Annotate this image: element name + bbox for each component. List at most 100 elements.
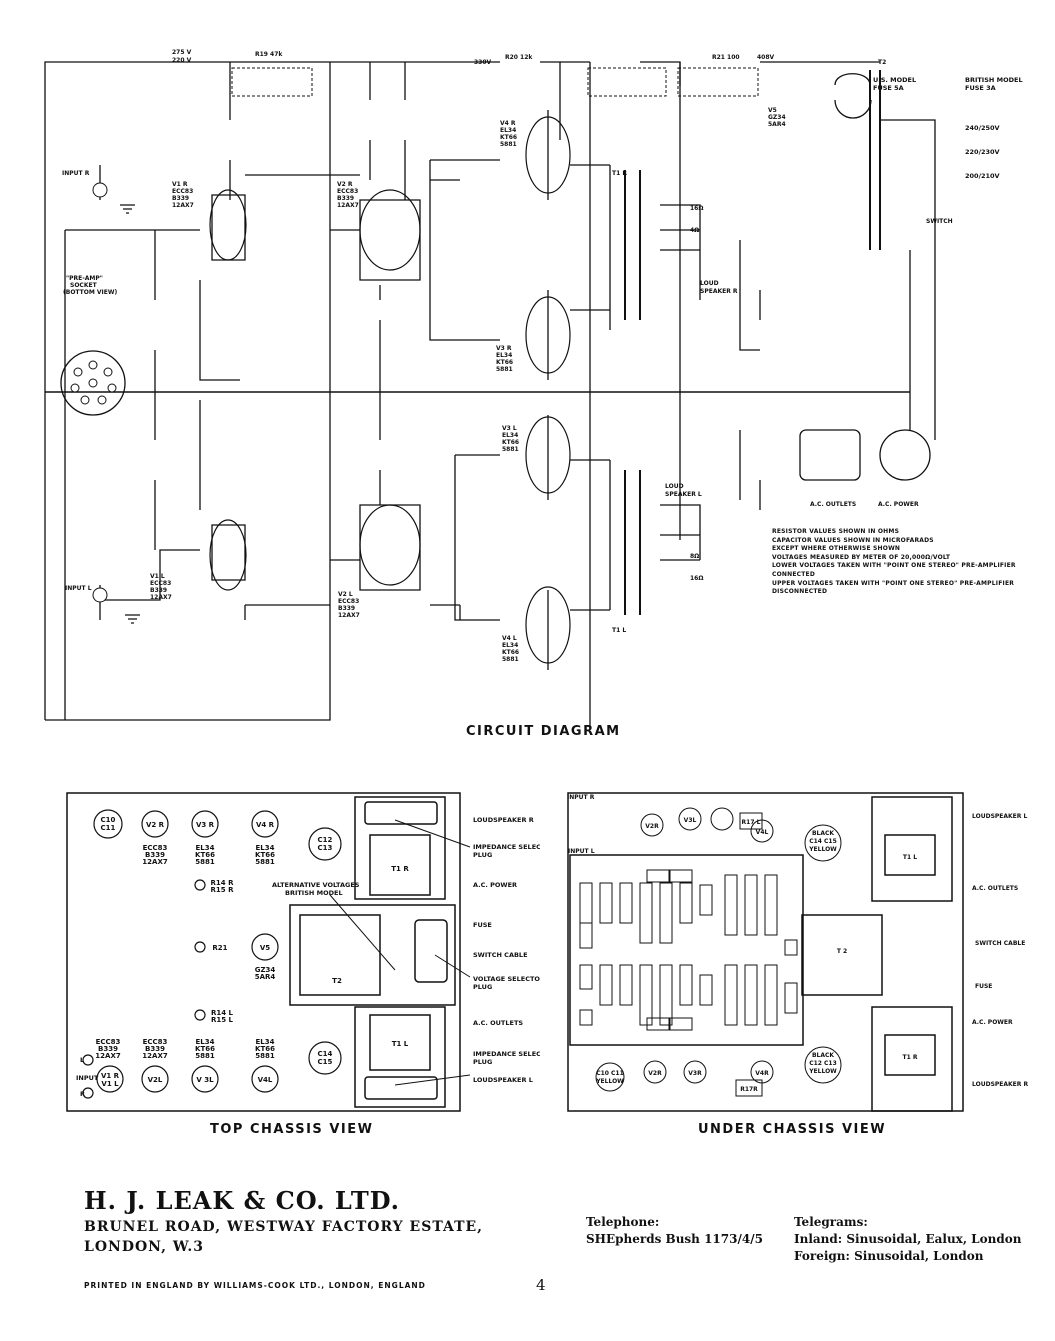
under-loudspeaker-l: LOUDSPEAKER L bbox=[972, 813, 1027, 820]
address-line-1: BRUNEL ROAD, WESTWAY FACTORY ESTATE, bbox=[84, 1219, 484, 1235]
svg-text:5881: 5881 bbox=[500, 141, 517, 148]
v3r-label: V3 R bbox=[496, 345, 512, 352]
under-chassis-title: UNDER CHASSIS VIEW bbox=[698, 1122, 887, 1137]
top-chassis-title: TOP CHASSIS VIEW bbox=[210, 1122, 374, 1137]
svg-text:KT66: KT66 bbox=[502, 649, 519, 656]
svg-text:V5: V5 bbox=[768, 107, 777, 114]
page-number: 4 bbox=[536, 1276, 546, 1294]
speaker-r-label: SPEAKER R bbox=[700, 288, 738, 295]
svg-text:C11: C11 bbox=[101, 824, 116, 832]
svg-text:V3L: V3L bbox=[684, 817, 697, 824]
svg-text:B339: B339 bbox=[338, 605, 355, 612]
svg-text:R21: R21 bbox=[212, 944, 227, 952]
svg-text:B339: B339 bbox=[172, 195, 189, 202]
svg-text:T1 R: T1 R bbox=[612, 170, 627, 177]
svg-text:12AX7: 12AX7 bbox=[142, 858, 168, 866]
svg-text:R17R: R17R bbox=[740, 1086, 758, 1093]
svg-text:PLUG: PLUG bbox=[473, 851, 492, 859]
svg-text:5881: 5881 bbox=[502, 446, 519, 453]
svg-text:5AR4: 5AR4 bbox=[255, 973, 276, 981]
svg-text:C15: C15 bbox=[318, 1058, 333, 1066]
svg-text:EL34: EL34 bbox=[256, 844, 275, 852]
svg-text:5881: 5881 bbox=[502, 656, 519, 663]
svg-text:L: L bbox=[80, 1056, 84, 1064]
svg-text:T1 R: T1 R bbox=[903, 1054, 918, 1061]
svg-text:C10: C10 bbox=[101, 816, 116, 824]
telephone-label: Telephone: bbox=[586, 1215, 660, 1229]
switch-label: SWITCH bbox=[926, 218, 953, 225]
speaker-l-label: SPEAKER L bbox=[665, 491, 702, 498]
svg-text:T1 L: T1 L bbox=[612, 627, 626, 634]
svg-text:YELLOW: YELLOW bbox=[808, 846, 837, 853]
svg-text:ECC83: ECC83 bbox=[150, 580, 171, 587]
svg-text:KT66: KT66 bbox=[255, 851, 275, 859]
svg-text:12AX7: 12AX7 bbox=[95, 1052, 121, 1060]
svg-text:C13: C13 bbox=[318, 844, 333, 852]
svg-text:C12: C12 bbox=[318, 836, 333, 844]
telegrams-inland: Inland: Sinusoidal, Ealux, London bbox=[794, 1232, 1022, 1246]
top-fuse: FUSE bbox=[473, 921, 492, 929]
british-model-label: BRITISH MODEL FUSE 3A bbox=[965, 76, 1023, 92]
input-r-label: INPUT R bbox=[62, 170, 90, 177]
r20-label: R20 12k bbox=[505, 54, 533, 61]
under-chassis-view: V2R V3L R17 L V4L BLACK C14 C15 YELLOW T… bbox=[567, 792, 1028, 1112]
svg-text:KT66: KT66 bbox=[195, 1045, 215, 1053]
under-input-l: INPUT L bbox=[568, 848, 595, 855]
svg-text:12AX7: 12AX7 bbox=[142, 1052, 168, 1060]
svg-text:LOUD: LOUD bbox=[700, 280, 719, 287]
top-ac-power: A.C. POWER bbox=[473, 881, 517, 889]
svg-text:C14: C14 bbox=[318, 1050, 333, 1058]
under-ac-outlets: A.C. OUTLETS bbox=[972, 885, 1018, 892]
svg-text:V4L: V4L bbox=[756, 829, 769, 836]
input-l-label: INPUT L bbox=[65, 585, 92, 592]
svg-text:T1 R: T1 R bbox=[391, 865, 409, 873]
svg-text:V5: V5 bbox=[260, 944, 270, 952]
circuit-diagram: INPUT R INPUT L "PRE-AMP" SOCKET (BOTTOM… bbox=[44, 49, 953, 730]
r19-label: R19 47k bbox=[255, 51, 283, 58]
svg-text:KT66: KT66 bbox=[500, 134, 517, 141]
svg-text:T1 L: T1 L bbox=[392, 1040, 409, 1048]
svg-text:KT66: KT66 bbox=[502, 439, 519, 446]
svg-text:EL34: EL34 bbox=[502, 642, 518, 649]
svg-text:EL34: EL34 bbox=[500, 127, 516, 134]
svg-text:(BOTTOM VIEW): (BOTTOM VIEW) bbox=[63, 289, 117, 296]
svg-text:330V: 330V bbox=[474, 59, 492, 66]
svg-text:BRITISH MODEL: BRITISH MODEL bbox=[285, 889, 343, 897]
under-input-r: INPUT R bbox=[567, 794, 595, 801]
svg-text:BLACK: BLACK bbox=[812, 830, 834, 837]
svg-text:PLUG: PLUG bbox=[473, 983, 492, 991]
svg-text:B339: B339 bbox=[145, 851, 165, 859]
top-loudspeaker-l: LOUDSPEAKER L bbox=[473, 1076, 533, 1084]
telegrams-label: Telegrams: bbox=[794, 1215, 868, 1229]
svg-text:5881: 5881 bbox=[255, 1052, 275, 1060]
under-switch-cable: SWITCH CABLE bbox=[975, 940, 1025, 947]
svg-text:C12 C13: C12 C13 bbox=[809, 1060, 837, 1067]
svg-text:B339: B339 bbox=[150, 587, 167, 594]
svg-text:V4 R: V4 R bbox=[256, 821, 275, 829]
svg-text:ECC83: ECC83 bbox=[337, 188, 358, 195]
input-label: INPUT bbox=[76, 1074, 99, 1082]
r21-label: R21 100 bbox=[712, 54, 740, 61]
svg-text:T1 L: T1 L bbox=[903, 854, 917, 861]
v1r-label: V1 R bbox=[172, 181, 188, 188]
svg-text:275 V: 275 V bbox=[172, 49, 192, 56]
telephone-number: SHEpherds Bush 1173/4/5 bbox=[586, 1232, 763, 1246]
svg-text:12AX7: 12AX7 bbox=[172, 202, 194, 209]
v3l-label: V3 L bbox=[502, 425, 517, 432]
mains-fuse-labels: U.S. MODEL FUSE 5A BRITISH MODEL FUSE 3A bbox=[873, 76, 1035, 92]
v4l-label: V4 L bbox=[502, 635, 517, 642]
circuit-notes: RESISTOR VALUES SHOWN IN OHMS CAPACITOR … bbox=[772, 528, 1016, 596]
company-name: H. J. LEAK & CO. LTD. bbox=[84, 1186, 401, 1215]
svg-text:IMPEDANCE SELECTOR: IMPEDANCE SELECTOR bbox=[473, 1050, 540, 1058]
svg-text:B339: B339 bbox=[98, 1045, 118, 1053]
svg-text:T 2: T 2 bbox=[837, 948, 847, 955]
svg-text:EL34: EL34 bbox=[496, 352, 512, 359]
us-model-label: U.S. MODEL FUSE 5A bbox=[873, 76, 917, 92]
svg-text:EL34: EL34 bbox=[196, 844, 215, 852]
top-switch-cable: SWITCH CABLE bbox=[473, 951, 528, 959]
v2r-label: V2 R bbox=[337, 181, 353, 188]
svg-text:V4R: V4R bbox=[755, 1070, 769, 1077]
svg-text:ALTERNATIVE VOLTAGES: ALTERNATIVE VOLTAGES bbox=[272, 881, 360, 889]
svg-text:4Ω: 4Ω bbox=[690, 227, 699, 234]
